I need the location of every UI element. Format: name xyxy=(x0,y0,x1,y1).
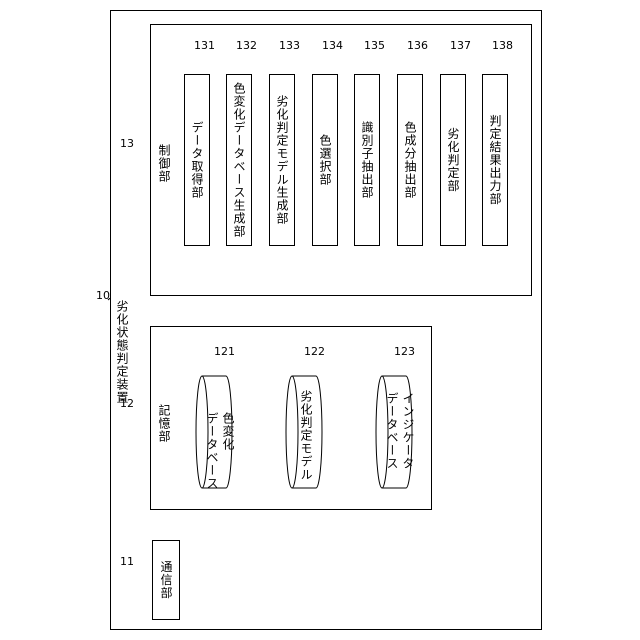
database-label: 劣化判定モデル xyxy=(300,390,312,481)
control-unit-ref: 134 xyxy=(322,40,343,51)
storage-label: 記憶部 xyxy=(158,404,170,443)
control-unit: データ取得部 xyxy=(184,74,210,246)
control-unit-label: 色成分抽出部 xyxy=(404,121,416,199)
control-unit: 識別子抽出部 xyxy=(354,74,380,246)
storage-ref: 12 xyxy=(120,398,134,409)
control-unit-label: 色変化データベース生成部 xyxy=(233,82,245,238)
control-unit-ref: 132 xyxy=(236,40,257,51)
database-ref: 122 xyxy=(304,346,325,357)
control-unit: 色変化データベース生成部 xyxy=(226,74,252,246)
database-label: インジケータ データベース xyxy=(384,392,416,470)
control-unit-label: 色選択部 xyxy=(319,134,331,186)
comm-ref: 11 xyxy=(120,556,134,567)
control-unit-ref: 138 xyxy=(492,40,513,51)
control-unit: 劣化判定モデル生成部 xyxy=(269,74,295,246)
control-unit: 劣化判定部 xyxy=(440,74,466,246)
control-unit: 色選択部 xyxy=(312,74,338,246)
control-label: 制御部 xyxy=(158,144,170,183)
control-unit-label: データ取得部 xyxy=(191,121,203,199)
database-ref: 123 xyxy=(394,346,415,357)
device-ref: 10 xyxy=(96,290,110,301)
device-label: 劣化状態判定装置 xyxy=(116,300,128,404)
control-unit-label: 劣化判定モデル生成部 xyxy=(276,95,288,225)
control-unit-ref: 133 xyxy=(279,40,300,51)
control-unit-ref: 136 xyxy=(407,40,428,51)
control-ref: 13 xyxy=(120,138,134,149)
control-unit-ref: 135 xyxy=(364,40,385,51)
control-unit-label: 判定結果出力部 xyxy=(489,115,501,206)
control-unit-ref: 131 xyxy=(194,40,215,51)
control-unit-label: 劣化判定部 xyxy=(447,128,459,193)
comm-box: 通信部 xyxy=(152,540,180,620)
database-ref: 121 xyxy=(214,346,235,357)
control-unit-label: 識別子抽出部 xyxy=(361,121,373,199)
control-unit: 色成分抽出部 xyxy=(397,74,423,246)
control-unit: 判定結果出力部 xyxy=(482,74,508,246)
control-unit-ref: 137 xyxy=(450,40,471,51)
comm-label: 通信部 xyxy=(160,561,172,600)
database-label: 色変化 データベース xyxy=(204,412,236,490)
